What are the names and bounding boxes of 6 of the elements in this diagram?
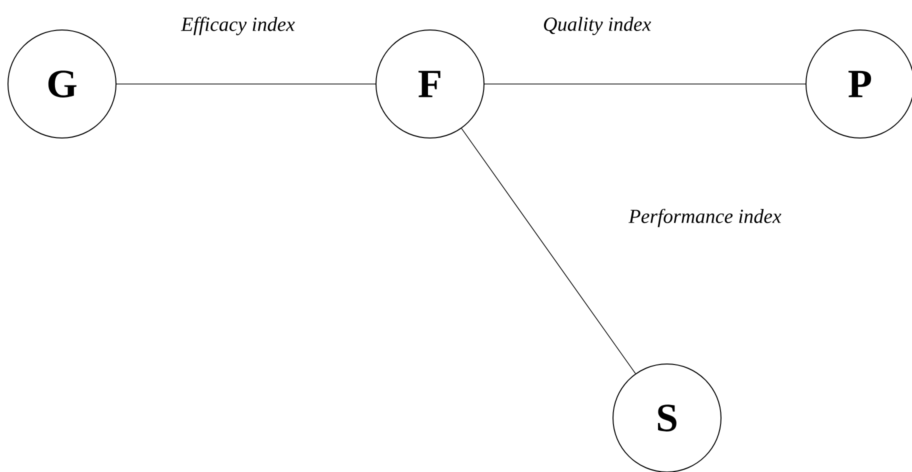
edge-label: Quality index <box>540 14 654 38</box>
circle-node: G <box>8 30 116 138</box>
connector-line <box>461 128 636 374</box>
edge-label: Efficacy index <box>179 14 297 38</box>
circle-node: F <box>376 30 484 138</box>
edge-label: Performance index <box>626 206 784 230</box>
